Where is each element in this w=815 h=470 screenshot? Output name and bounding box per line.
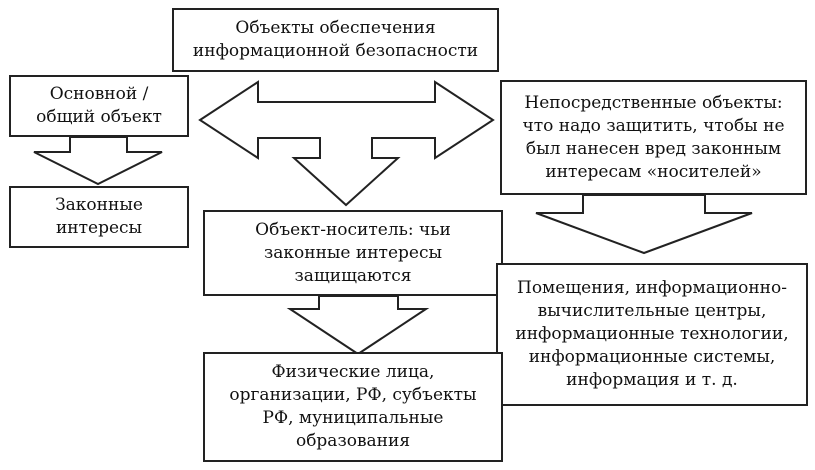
general-object-line-2: общий объект bbox=[36, 107, 162, 127]
persons-line-4: образования bbox=[295, 431, 411, 451]
facilities-line-5: информация и т. д. bbox=[566, 370, 738, 390]
down-arrow-general bbox=[33, 136, 163, 186]
three-way-arrow bbox=[198, 80, 495, 207]
facilities-line-1: Помещения, информационно- bbox=[517, 278, 787, 298]
carrier-object-line-2: законные интересы bbox=[263, 242, 443, 263]
persons-line-3: РФ, муниципальные bbox=[262, 408, 444, 428]
facilities-box: Помещения, информационно- вычислительные… bbox=[496, 263, 808, 406]
direct-objects-line-3: был нанесен вред законным bbox=[525, 138, 782, 159]
facilities-line-2: вычислительные центры, bbox=[537, 301, 767, 321]
carrier-object-box: Объект-носитель: чьи законные интересы з… bbox=[203, 210, 503, 296]
facilities-line-3: информационные технологии, bbox=[515, 324, 789, 344]
down-arrow-direct bbox=[535, 194, 753, 255]
general-object-line-1: Основной / bbox=[49, 84, 149, 104]
direct-objects-line-1: Непосредственные объекты: bbox=[524, 92, 783, 113]
direct-objects-line-2: что надо защитить, чтобы не bbox=[522, 115, 785, 136]
carrier-object-line-3: защищаются bbox=[294, 265, 412, 286]
legal-interests-line-1: Законные bbox=[55, 195, 143, 215]
persons-box: Физические лица, организации, РФ, субъек… bbox=[203, 352, 503, 462]
carrier-object-line-1: Объект-носитель: чьи bbox=[255, 219, 451, 240]
down-arrow-carrier bbox=[286, 295, 430, 356]
persons-line-1: Физические лица, bbox=[271, 362, 435, 382]
security-objects-box: Объекты обеспечения информационной безоп… bbox=[172, 8, 499, 72]
direct-objects-box: Непосредственные объекты: что надо защит… bbox=[500, 80, 807, 195]
legal-interests-box: Законные интересы bbox=[9, 186, 189, 248]
legal-interests-line-2: интересы bbox=[55, 218, 143, 238]
security-objects-line-1: Объекты обеспечения bbox=[235, 18, 436, 38]
direct-objects-line-4: интересам «носителей» bbox=[545, 161, 762, 182]
general-object-box: Основной / общий объект bbox=[9, 75, 189, 137]
facilities-line-4: информационные системы, bbox=[528, 347, 776, 367]
security-objects-line-2: информационной безопасности bbox=[192, 41, 479, 61]
persons-line-2: организации, РФ, субъекты bbox=[229, 385, 477, 405]
